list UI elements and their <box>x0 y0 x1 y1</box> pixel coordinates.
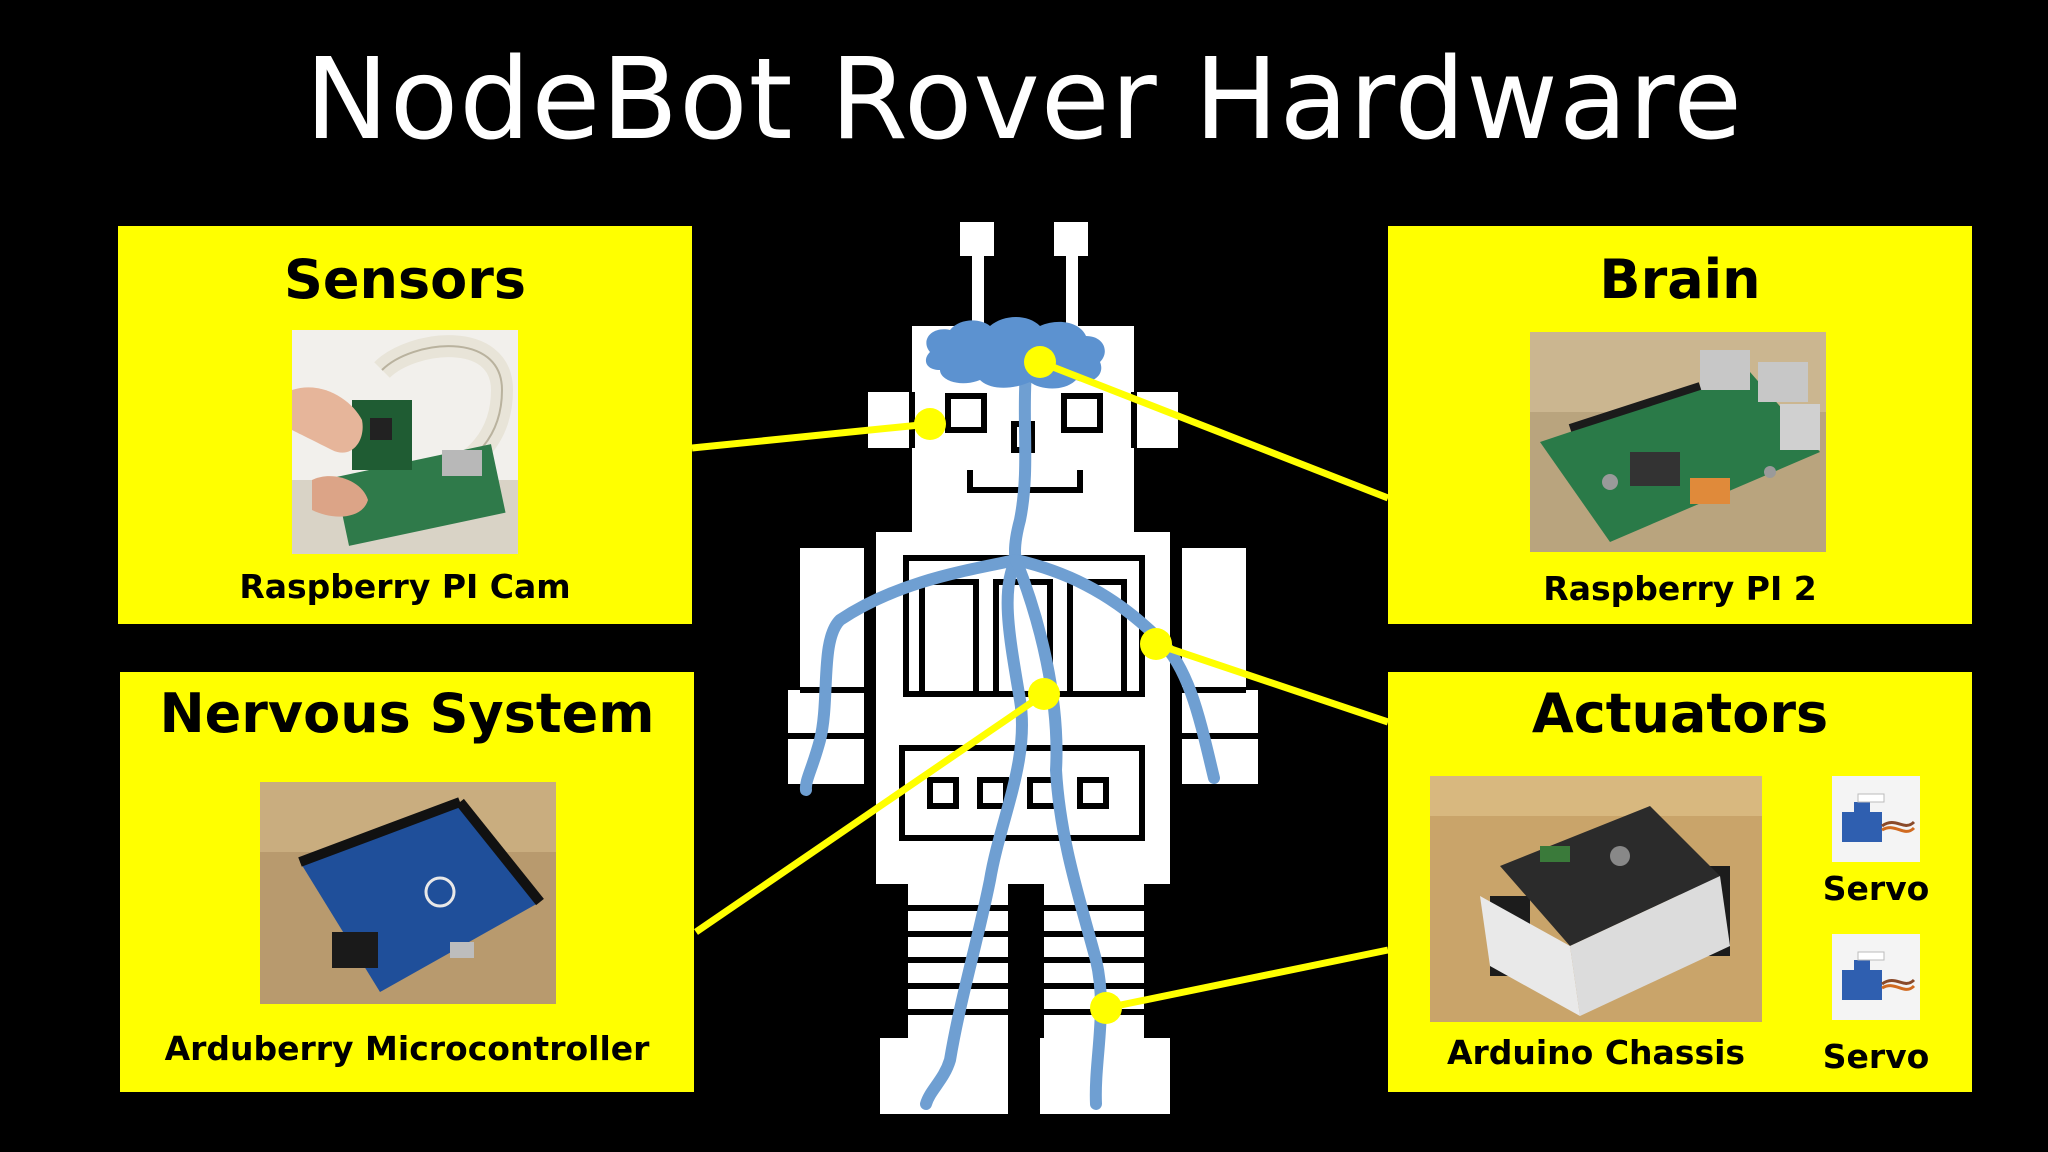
nervous-system-caption: Arduberry Microcontroller <box>164 1029 650 1068</box>
sensors-title: Sensors <box>284 248 526 311</box>
nervous-system-panel: Nervous System Arduberry Microcontroller <box>120 672 694 1092</box>
arduino-chassis-photo <box>1430 776 1762 1022</box>
sensors-panel: Sensors Raspberry PI Cam <box>118 226 692 624</box>
actuators-panel: Actuators Arduino Chassis <box>1388 672 1972 1092</box>
raspberry-pi-2-photo <box>1530 332 1826 552</box>
actuators-title: Actuators <box>1531 682 1829 745</box>
nervous-system-title: Nervous System <box>159 682 655 745</box>
sensors-caption: Raspberry PI Cam <box>239 567 571 606</box>
arduberry-photo <box>260 782 556 1004</box>
servo-top-photo <box>1832 776 1920 862</box>
robot-details <box>788 392 1258 1015</box>
robot-figure <box>788 222 1258 1114</box>
brain-cloud-icon <box>925 317 1105 389</box>
servo-bottom-caption: Servo <box>1822 1037 1930 1076</box>
brain-title: Brain <box>1599 248 1761 311</box>
nerve-lines <box>799 366 1220 1110</box>
actuators-caption: Arduino Chassis <box>1446 1033 1746 1072</box>
connector-dots <box>914 346 1172 1024</box>
connectors <box>691 358 1390 1012</box>
servo-top-caption: Servo <box>1822 869 1930 908</box>
slide-title: NodeBot Rover Hardware <box>304 35 1744 165</box>
raspberry-pi-cam-photo <box>292 330 518 554</box>
brain-panel: Brain Raspberry PI 2 <box>1388 226 1972 624</box>
brain-caption: Raspberry PI 2 <box>1543 569 1817 608</box>
servo-bottom-photo <box>1832 934 1920 1020</box>
